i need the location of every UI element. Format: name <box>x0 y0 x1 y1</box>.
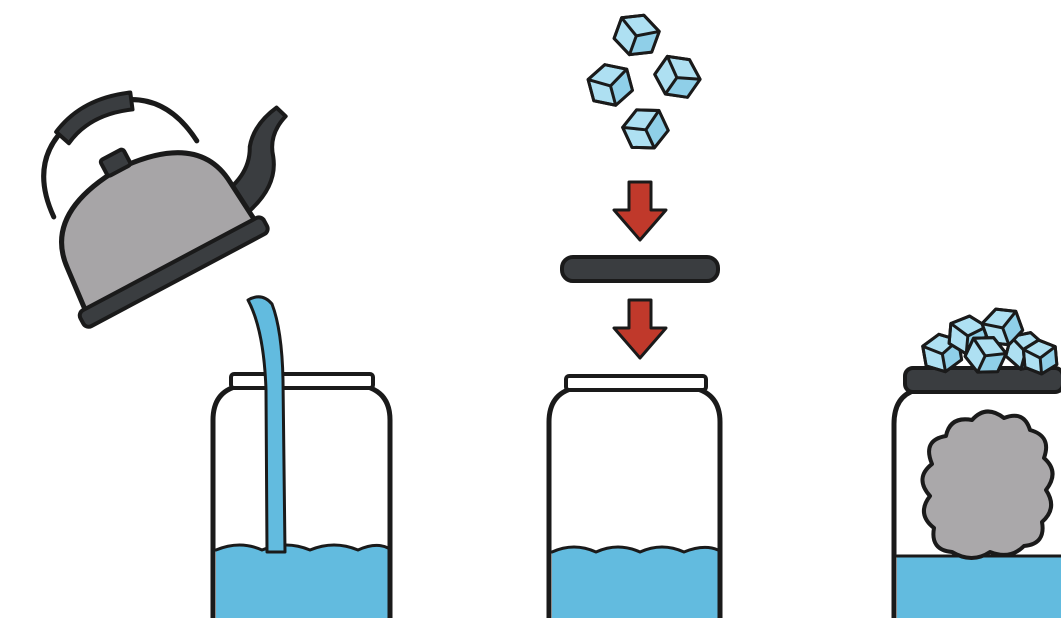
water-stream <box>248 297 285 552</box>
step-3-cloud-forms <box>894 303 1061 618</box>
step-1-pour-water <box>0 25 390 618</box>
kettle-handle-grip <box>52 85 138 147</box>
ice-pile <box>921 303 1057 380</box>
jar-1 <box>213 374 390 618</box>
ice-cube-icon <box>649 48 706 105</box>
ice-cube-icon <box>586 60 636 111</box>
jar-1-water <box>216 545 388 618</box>
step-2-add-lid-and-ice <box>549 8 720 618</box>
jar-2-water <box>552 547 718 618</box>
jar-lid <box>562 257 718 281</box>
ice-cube-icon <box>611 8 663 61</box>
down-arrow-icon <box>614 182 666 240</box>
kettle <box>0 25 330 329</box>
jar-3 <box>894 390 1061 618</box>
ice-cube-icon <box>618 101 672 156</box>
falling-ice-cubes <box>586 8 706 156</box>
jar-2 <box>549 376 720 618</box>
jar-2-rim <box>566 376 706 390</box>
jar-1-rim <box>231 374 373 388</box>
cloud-shape <box>922 411 1052 558</box>
down-arrow-icon <box>614 300 666 358</box>
jar-3-water <box>897 556 1061 618</box>
